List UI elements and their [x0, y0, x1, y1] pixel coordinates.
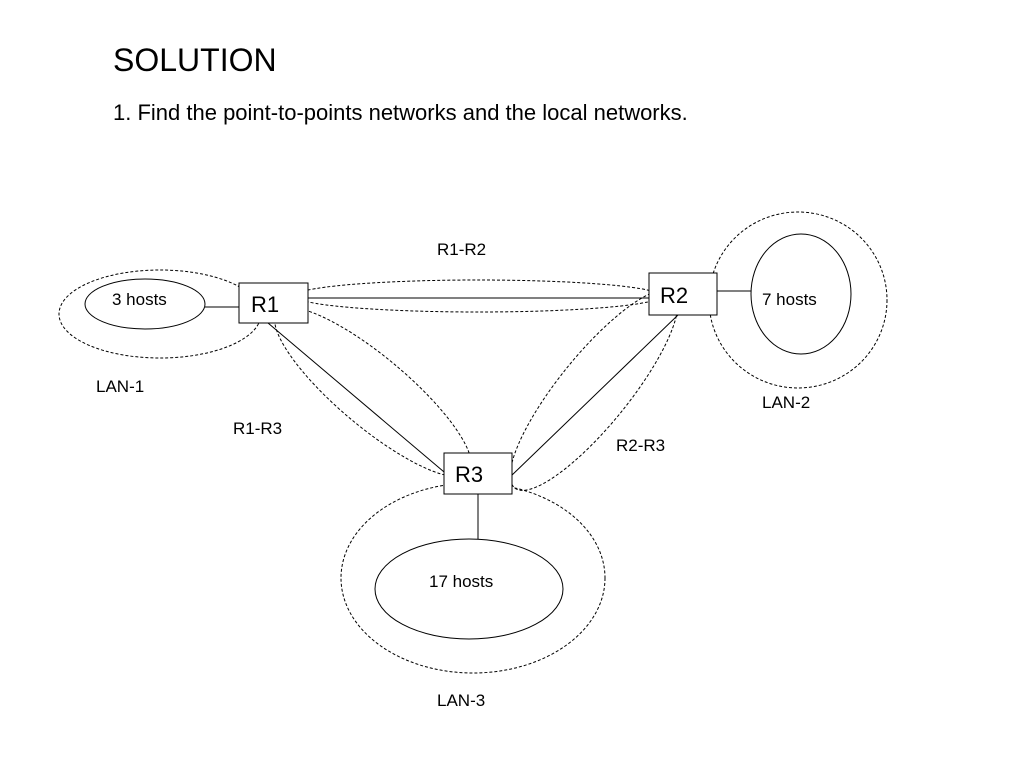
- link-r1-r3: [267, 322, 451, 478]
- lan-3-label: LAN-3: [437, 691, 485, 710]
- lan-2-label: LAN-2: [762, 393, 810, 412]
- lan-2-hosts-label: 7 hosts: [762, 290, 817, 309]
- r1-r2-network-boundary: [294, 279, 662, 313]
- lan-3-hosts-label: 17 hosts: [429, 572, 493, 591]
- lan-3-hosts: [374, 538, 564, 640]
- r1-r2-network-label: R1-R2: [437, 240, 486, 259]
- r1-r3-network-label: R1-R3: [233, 419, 282, 438]
- link-r2-r3: [509, 314, 679, 478]
- lan-1-hosts: [84, 278, 206, 330]
- page-subtitle: 1. Find the point-to-points networks and…: [113, 100, 688, 125]
- router-r1: [238, 282, 309, 324]
- router-r2: [648, 272, 718, 316]
- lan-1-label: LAN-1: [96, 377, 144, 396]
- lan-1-hosts-label: 3 hosts: [112, 290, 167, 309]
- router-r1-label: R1: [251, 292, 279, 317]
- r2-r3-network-label: R2-R3: [616, 436, 665, 455]
- router-r3: [443, 452, 513, 495]
- lan-2-hosts: [750, 233, 852, 355]
- router-r2-label: R2: [660, 283, 688, 308]
- page-title: SOLUTION: [113, 42, 277, 78]
- router-r3-label: R3: [455, 462, 483, 487]
